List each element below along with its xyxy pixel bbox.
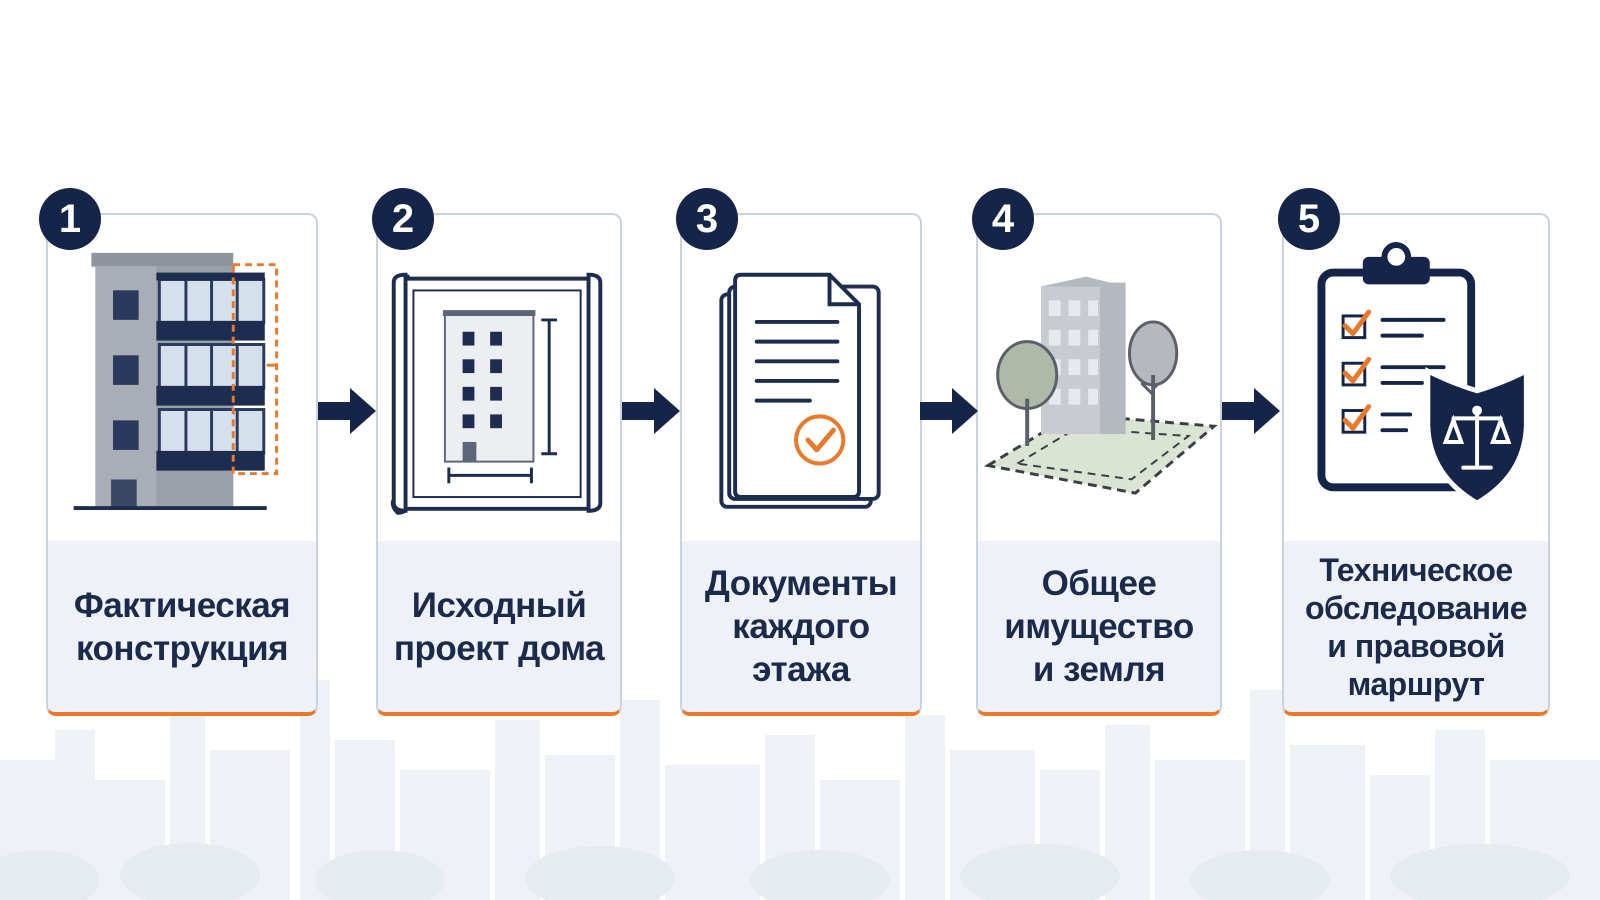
arrow-right-icon [1222,388,1280,434]
step-2-label: Исходный проект дома [393,585,605,668]
step-3-label: Документы каждого этажа [704,564,898,689]
step-4-badge: 4 [972,188,1034,250]
step-4-label: Общее имущество и земля [1004,564,1194,689]
step-2-card: Исходный проект дома [376,213,622,716]
step-1-badge: 1 [39,188,101,250]
step-5-badge: 5 [1278,188,1340,250]
step-1-label-area: Фактическая конструкция [48,541,316,712]
step-5-label-area: Техническое обследование и правовой марш… [1284,541,1548,712]
clipboard-law-icon [1284,215,1548,541]
land-plot-icon [978,215,1220,541]
building-balconies-icon [48,215,316,541]
step-3-card: Документы каждого этажа [680,213,922,716]
step-3-badge: 3 [676,188,738,250]
step-4-label-area: Общее имущество и земля [978,541,1220,712]
step-1-card: Фактическая конструкция [46,213,318,716]
step-5-card: Техническое обследование и правовой марш… [1282,213,1550,716]
arrow-right-icon [622,388,680,434]
step-1-label: Фактическая конструкция [73,585,291,668]
step-4-card: Общее имущество и земля [976,213,1222,716]
step-5-label: Техническое обследование и правовой марш… [1304,551,1528,702]
arrow-right-icon [920,388,978,434]
documents-check-icon [682,215,920,541]
step-2-badge: 2 [372,188,434,250]
step-2-label-area: Исходный проект дома [378,541,620,712]
arrow-right-icon [318,388,376,434]
step-3-label-area: Документы каждого этажа [682,541,920,712]
blueprint-icon [378,215,620,541]
city-skyline-background [0,680,1600,900]
